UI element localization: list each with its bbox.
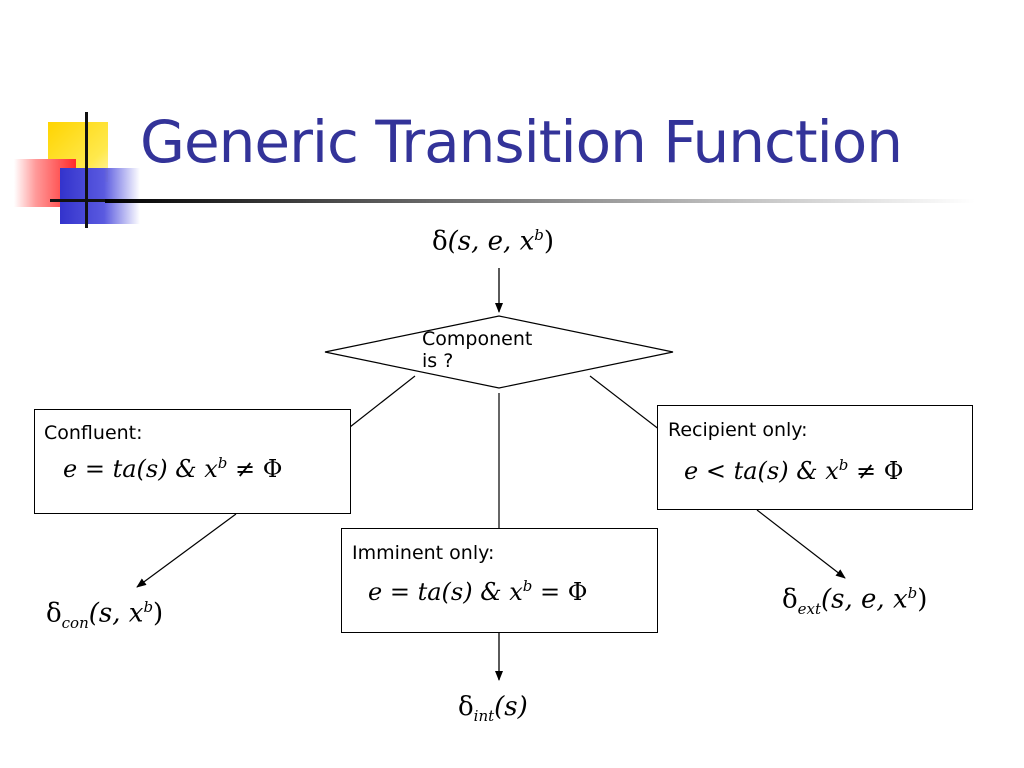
imminent-condition-sup: b <box>522 577 533 595</box>
imminent-label: Imminent only: <box>352 542 495 564</box>
output-ext-sub: ext <box>797 599 822 618</box>
arrow-recipient-to-output <box>756 509 846 579</box>
output-ext-args: (s, e, x <box>821 584 908 615</box>
output-con-sub: con <box>61 613 89 632</box>
output-con-func: δ <box>46 598 62 629</box>
top-expression-func: δ <box>432 226 448 257</box>
output-int: δint(s) <box>458 692 528 725</box>
decision-label-line2: is ? <box>422 350 454 372</box>
arrow-confluent-to-output <box>136 513 237 588</box>
top-expression-close: ) <box>543 226 555 257</box>
output-con-args: (s, x <box>88 598 144 629</box>
logo-horizontal-line <box>50 199 140 202</box>
output-ext-close: ) <box>917 584 928 615</box>
confluent-condition: e = ta(s) & xb ≠ Φ <box>63 454 282 483</box>
confluent-condition-rel: ≠ Φ <box>227 455 283 483</box>
recipient-box: Recipient only: e < ta(s) & xb ≠ Φ <box>657 405 973 510</box>
recipient-condition-sup: b <box>838 456 849 474</box>
output-ext-func: δ <box>782 584 798 615</box>
output-int-func: δ <box>458 692 474 722</box>
confluent-condition-text: e = ta(s) & x <box>63 455 218 483</box>
title-underline <box>105 199 975 203</box>
output-con: δcon(s, xb) <box>46 598 163 632</box>
confluent-box: Confluent: e = ta(s) & xb ≠ Φ <box>34 409 351 514</box>
recipient-condition: e < ta(s) & xb ≠ Φ <box>684 456 903 485</box>
logo-blue-square <box>60 168 140 224</box>
imminent-condition: e = ta(s) & xb = Φ <box>368 577 587 606</box>
line-decision-to-recipient <box>589 375 661 431</box>
confluent-condition-sup: b <box>217 454 228 472</box>
imminent-box: Imminent only: e = ta(s) & xb = Φ <box>341 528 658 633</box>
recipient-label: Recipient only: <box>668 419 808 441</box>
output-con-close: ) <box>153 598 164 629</box>
recipient-condition-rel: ≠ Φ <box>848 457 904 485</box>
confluent-label: Confluent: <box>44 422 143 444</box>
decision-label-line1: Component <box>422 328 533 350</box>
line-decision-to-confluent <box>349 375 416 428</box>
output-ext: δext(s, e, xb) <box>782 584 927 618</box>
output-ext-sup: b <box>907 584 918 602</box>
slide-title: Generic Transition Function <box>140 108 903 176</box>
imminent-condition-rel: = Φ <box>532 578 588 606</box>
top-expression-sup: b <box>534 226 544 244</box>
decision-label: Component is ? <box>422 328 532 372</box>
output-int-sub: int <box>473 707 495 726</box>
imminent-condition-text: e = ta(s) & x <box>368 578 523 606</box>
output-int-args: (s) <box>494 692 528 722</box>
recipient-condition-text: e < ta(s) & x <box>684 457 839 485</box>
decision-diamond <box>324 315 674 389</box>
top-expression: δ(s, e, xb) <box>432 226 554 257</box>
output-con-sup: b <box>143 598 154 616</box>
logo-vertical-line <box>85 112 88 228</box>
top-expression-args: (s, e, x <box>447 226 535 257</box>
